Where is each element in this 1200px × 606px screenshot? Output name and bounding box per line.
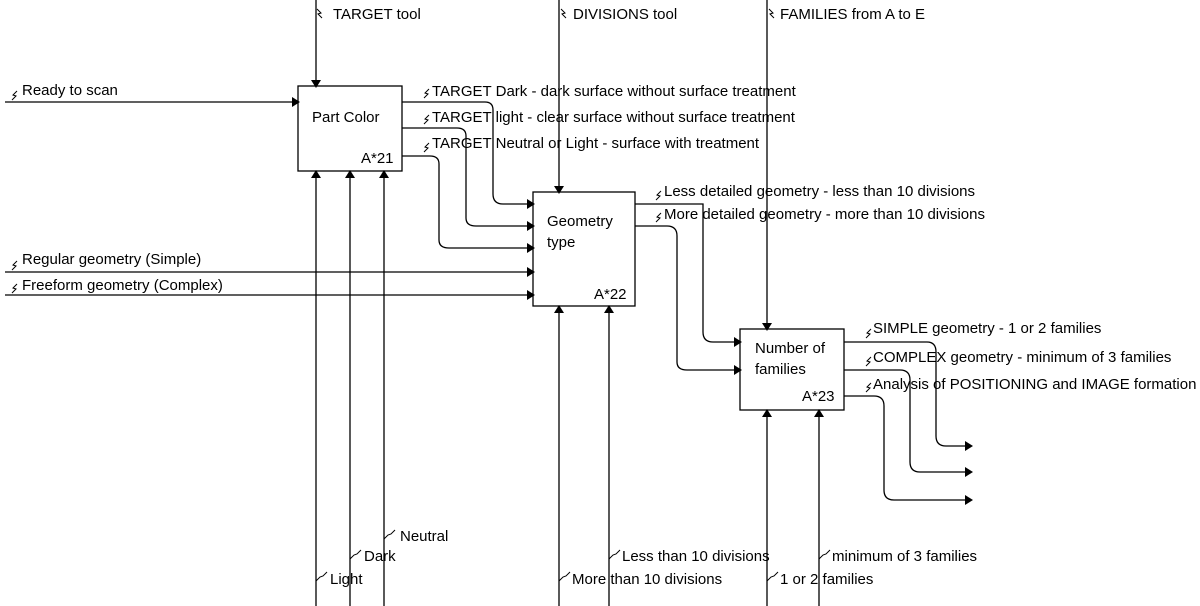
input-ready-to-scan: Ready to scan bbox=[5, 82, 300, 107]
box-part-color-title: Part Color bbox=[312, 109, 380, 126]
output-target-dark: TARGET Dark - dark surface without surfa… bbox=[402, 83, 797, 209]
output-target-light: TARGET light - clear surface without sur… bbox=[402, 109, 796, 231]
control-divisions-tool-label: DIVISIONS tool bbox=[573, 6, 677, 23]
box-number-of-families-title-2: families bbox=[755, 361, 806, 378]
mechanism-one-or-two: 1 or 2 families bbox=[762, 409, 873, 606]
box-geometry-type-title-1: Geometry bbox=[547, 213, 613, 230]
output-target-dark-label: TARGET Dark - dark surface without surfa… bbox=[432, 83, 797, 100]
control-divisions-tool: DIVISIONS tool bbox=[554, 0, 677, 194]
output-complex-geometry: COMPLEX geometry - minimum of 3 families bbox=[844, 349, 1171, 477]
input-regular-geometry-label: Regular geometry (Simple) bbox=[22, 251, 201, 268]
output-analysis-label: Analysis of POSITIONING and IMAGE format… bbox=[873, 376, 1196, 393]
mechanism-dark: Dark bbox=[345, 170, 396, 606]
input-freeform-geometry-label: Freeform geometry (Complex) bbox=[22, 277, 223, 294]
output-less-detailed: Less detailed geometry - less than 10 di… bbox=[635, 183, 975, 347]
box-number-of-families-title-1: Number of bbox=[755, 340, 826, 357]
mechanism-one-or-two-label: 1 or 2 families bbox=[780, 571, 873, 588]
box-geometry-type-code: A*22 bbox=[594, 286, 627, 303]
box-geometry-type-title-2: type bbox=[547, 234, 575, 251]
control-target-tool-label: TARGET tool bbox=[333, 6, 421, 23]
output-simple-geometry-label: SIMPLE geometry - 1 or 2 families bbox=[873, 320, 1101, 337]
output-target-neutral-label: TARGET Neutral or Light - surface with t… bbox=[432, 135, 760, 152]
input-regular-geometry: Regular geometry (Simple) bbox=[5, 251, 535, 277]
input-freeform-geometry: Freeform geometry (Complex) bbox=[5, 277, 535, 300]
box-part-color-code: A*21 bbox=[361, 150, 394, 167]
mechanism-less-than-10: Less than 10 divisions bbox=[604, 305, 770, 606]
mechanism-neutral: Neutral bbox=[379, 170, 448, 606]
box-part-color: Part Color A*21 bbox=[297, 85, 403, 172]
mechanism-dark-label: Dark bbox=[364, 548, 396, 565]
mechanism-min-three: minimum of 3 families bbox=[814, 409, 977, 606]
box-number-of-families-code: A*23 bbox=[802, 388, 835, 405]
output-analysis: Analysis of POSITIONING and IMAGE format… bbox=[844, 376, 1196, 505]
output-more-detailed-label: More detailed geometry - more than 10 di… bbox=[664, 206, 985, 223]
mechanism-less-than-10-label: Less than 10 divisions bbox=[622, 548, 770, 565]
output-target-light-label: TARGET light - clear surface without sur… bbox=[432, 109, 796, 126]
mechanism-neutral-label: Neutral bbox=[400, 528, 448, 545]
mechanism-more-than-10-label: More than 10 divisions bbox=[572, 571, 722, 588]
control-target-tool: TARGET tool bbox=[311, 0, 421, 88]
output-target-neutral: TARGET Neutral or Light - surface with t… bbox=[402, 135, 760, 253]
box-number-of-families: Number of families A*23 bbox=[739, 328, 845, 411]
mechanism-light-label: Light bbox=[330, 571, 363, 588]
control-families-label: FAMILIES from A to E bbox=[780, 6, 925, 23]
mechanism-min-three-label: minimum of 3 families bbox=[832, 548, 977, 565]
box-geometry-type: Geometry type A*22 bbox=[532, 191, 636, 307]
mechanism-light: Light bbox=[311, 170, 363, 606]
control-families: FAMILIES from A to E bbox=[762, 0, 925, 331]
output-complex-geometry-label: COMPLEX geometry - minimum of 3 families bbox=[873, 349, 1171, 366]
output-simple-geometry: SIMPLE geometry - 1 or 2 families bbox=[844, 320, 1101, 451]
output-less-detailed-label: Less detailed geometry - less than 10 di… bbox=[664, 183, 975, 200]
output-more-detailed: More detailed geometry - more than 10 di… bbox=[635, 206, 985, 375]
input-ready-to-scan-label: Ready to scan bbox=[22, 82, 118, 99]
